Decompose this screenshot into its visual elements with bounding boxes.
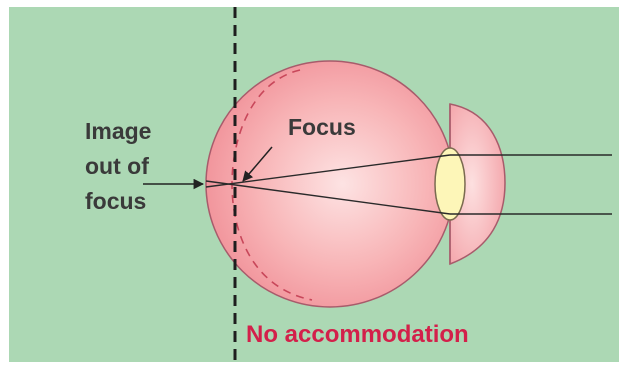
no-accommodation-caption: No accommodation xyxy=(246,323,469,347)
image-out-of-focus-label: Image out of focus xyxy=(85,114,151,219)
focus-label: Focus xyxy=(288,116,356,139)
lens xyxy=(435,148,465,220)
image-label-line3: focus xyxy=(85,184,151,219)
image-label-line2: out of xyxy=(85,149,151,184)
eyeball xyxy=(206,61,454,307)
image-label-line1: Image xyxy=(85,114,151,149)
